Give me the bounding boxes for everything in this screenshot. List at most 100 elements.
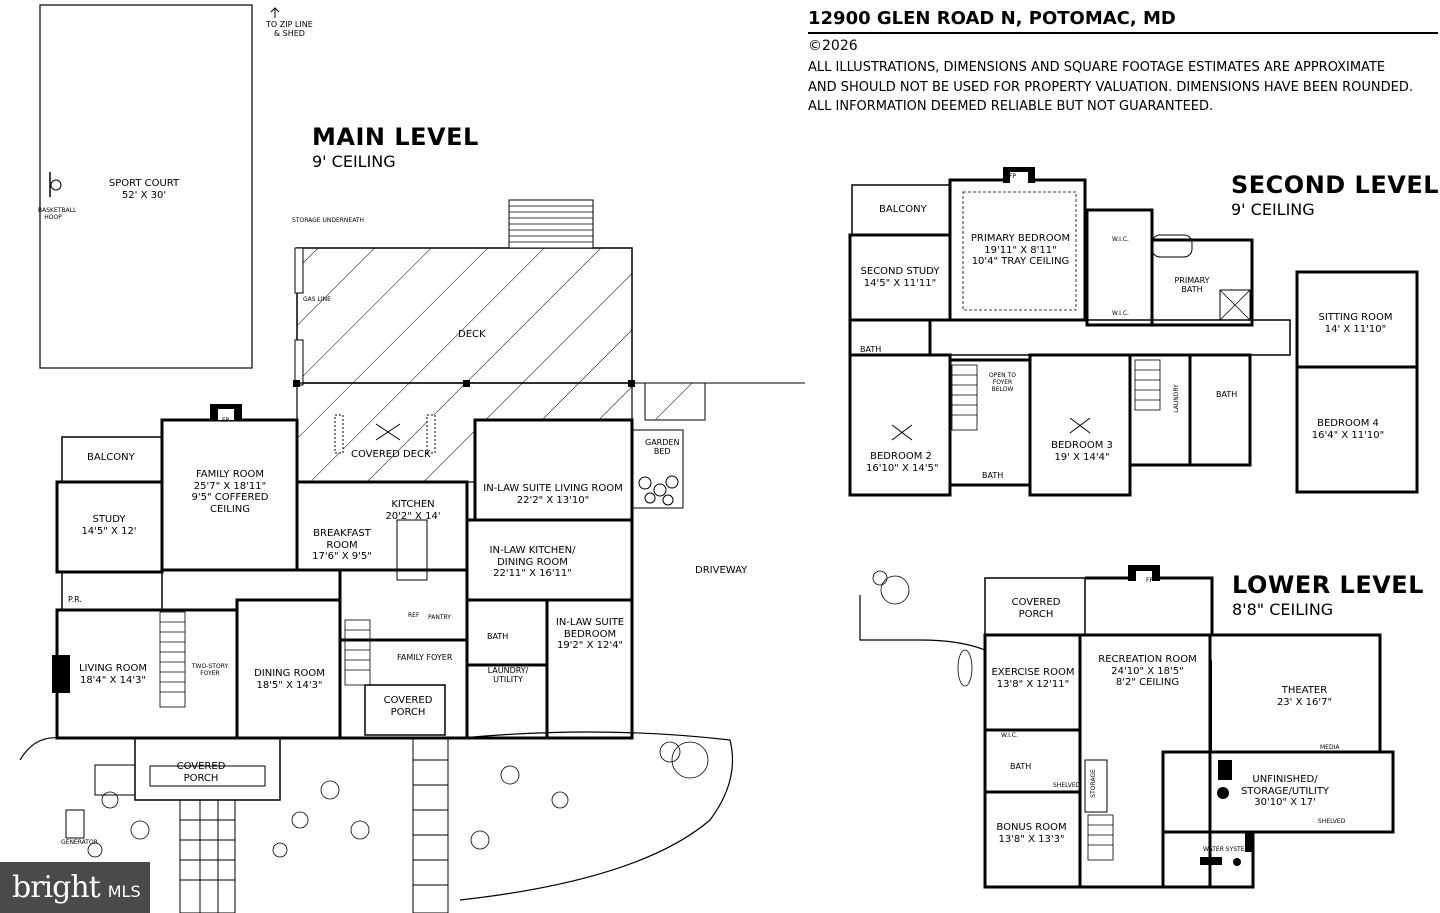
unfinished-line-2: STORAGE/UTILITY [1240, 785, 1330, 797]
second-level-walls [848, 178, 1419, 497]
primary-bedroom-note: 10'4" TRAY CEILING [971, 256, 1070, 267]
laundry-line-2: UTILITY [493, 675, 523, 685]
rear-porch-line-2: PORCH [390, 706, 426, 718]
bonus-name: BONUS ROOM [996, 822, 1067, 833]
powder-room-label: P.R. [68, 595, 82, 604]
living-room-dim: 18'4" X 14'3" [79, 674, 147, 686]
second-balcony-label: BALCONY [879, 204, 927, 215]
lower-storage-label: STORAGE [1089, 769, 1097, 798]
primary-bedroom-name: PRIMARY BEDROOM [970, 233, 1071, 244]
inlaw-bedroom-name-2: BEDROOM [563, 628, 617, 640]
recreation-name: RECREATION ROOM [1098, 654, 1197, 665]
bonus-room-label: BONUS ROOM 13'8" X 13'3" [994, 822, 1069, 845]
primary-bath-line-2: BATH [1181, 285, 1203, 295]
sport-court-dim: 52' X 30' [121, 189, 167, 201]
rear-porch-line-1: COVERED [383, 695, 433, 706]
sport-court-label: SPORT COURT 52' X 30' [104, 178, 184, 201]
bright-logo-text: bright [12, 870, 101, 905]
shed-text: & SHED [273, 29, 305, 39]
second-level-ceiling: 9' CEILING [1231, 200, 1315, 219]
family-room-name: FAMILY ROOM [195, 469, 265, 480]
generator-pad [65, 809, 85, 839]
disclaimer-line-3: ALL INFORMATION DEEMED RELIABLE BUT NOT … [808, 99, 1214, 114]
study-label: STUDY 14'5" X 12' [79, 514, 139, 537]
living-room-fireplace [52, 655, 70, 693]
sitting-room-name: SITTING ROOM [1318, 312, 1393, 323]
front-covered-porch-label: COVERED PORCH [176, 761, 226, 784]
zip-line-label: TO ZIP LINE & SHED [266, 20, 313, 38]
inlaw-kitchen-label: IN-LAW KITCHEN/ DINING ROOM 22'11" X 16'… [485, 545, 580, 580]
generator-label: GENERATOR [61, 839, 98, 846]
wic-upper-label: W.I.C. [1112, 236, 1129, 243]
primary-bedroom-label: PRIMARY BEDROOM 19'11" X 8'11" 10'4" TRA… [968, 233, 1073, 268]
study-dim: 14'5" X 12' [81, 525, 137, 537]
bedroom-2-name: BEDROOM 2 [870, 451, 932, 462]
lower-stairs [1087, 814, 1114, 861]
second-study-label: SECOND STUDY 14'5" X 11'11" [860, 266, 940, 289]
bedroom-4-name: BEDROOM 4 [1317, 418, 1379, 429]
exercise-room-label: EXERCISE ROOM 13'8" X 12'11" [989, 667, 1077, 690]
bedroom-3-dim: 19' X 14'4" [1054, 451, 1110, 463]
unfinished-dim: 30'10" X 17' [1254, 797, 1316, 808]
theater-dim: 23' X 16'7" [1276, 696, 1333, 708]
kitchen-dim: 20'2" X 14' [385, 510, 441, 522]
storage-underneath-label: STORAGE UNDERNEATH [292, 217, 365, 224]
inlaw-kitchen-name-2: DINING ROOM [497, 556, 568, 568]
second-study-name: SECOND STUDY [860, 266, 940, 277]
breakfast-room-label: BREAKFAST ROOM 17'6" X 9'5" [312, 528, 372, 563]
gas-line-label: GAS LINE [303, 296, 331, 303]
family-foyer-label: FAMILY FOYER [397, 653, 453, 662]
lower-porch-label: COVERED PORCH [1011, 597, 1061, 620]
rear-covered-porch-label: COVERED PORCH [383, 695, 433, 718]
inlaw-living-label: IN-LAW SUITE LIVING ROOM 22'2" X 13'10" [483, 483, 623, 506]
wic-lower-label: W.I.C. [1112, 310, 1129, 317]
sitting-room-dim: 14' X 11'10" [1324, 323, 1387, 335]
main-level-walls [55, 418, 634, 740]
driveway-label: DRIVEWAY [695, 565, 748, 576]
foyer-below-text: FOYER [992, 378, 1013, 386]
covered-deck-area [296, 382, 633, 483]
stone-walkway [94, 737, 449, 913]
disclaimer-text: ALL ILLUSTRATIONS, DIMENSIONS AND SQUARE… [808, 58, 1438, 117]
lower-shelved-label: SHELVED [1053, 782, 1081, 789]
open-to-text: OPEN TO [989, 372, 1016, 379]
unfinished-storage-label: UNFINISHED/ STORAGE/UTILITY 30'10" X 17' [1235, 774, 1335, 809]
front-porch-line-1: COVERED [176, 761, 226, 772]
lower-level-ceiling: 8'8" CEILING [1232, 600, 1334, 619]
two-story-foyer-label: TWO-STORY FOYER [190, 663, 230, 678]
ref-label: REF [408, 612, 420, 619]
kitchen-name: KITCHEN [391, 499, 435, 510]
primary-bath-label: PRIMARY BATH [1172, 276, 1212, 294]
ceiling-fan-icon [375, 423, 401, 441]
inlaw-bedroom-name-1: IN-LAW SUITE [555, 617, 625, 628]
kitchen-label: KITCHEN 20'2" X 14' [383, 499, 443, 522]
disclaimer-line-2: AND SHOULD NOT BE USED FOR PROPERTY VALU… [808, 79, 1413, 95]
garden-text: GARDEN [645, 438, 680, 447]
second-fp-label: FP [1009, 173, 1017, 180]
lower-patio-edge [859, 595, 986, 651]
family-room-note: 9'5" COFFERED [191, 492, 269, 503]
sitting-room-label: SITTING ROOM 14' X 11'10" [1303, 312, 1408, 335]
pantry-label: PANTRY [428, 614, 451, 621]
deck-label: DECK [458, 329, 486, 340]
dining-room-label: DINING ROOM 18'5" X 14'3" [252, 668, 327, 691]
bonus-dim: 13'8" X 13'3" [998, 833, 1065, 845]
sport-court-outline [39, 4, 253, 369]
lower-porch-line-2: PORCH [1018, 608, 1054, 620]
below-text: BELOW [991, 385, 1014, 393]
family-room-note2: CEILING [210, 503, 250, 515]
second-bath-1-label: BATH [860, 345, 882, 354]
bright-mls-logo: bright MLS [0, 862, 150, 913]
copyright-notice: ©2026 [808, 38, 858, 54]
lower-wic-label: W.I.C. [1001, 732, 1018, 739]
mls-logo-text: MLS [107, 882, 141, 901]
yard-boundary [19, 731, 734, 901]
bedroom-2-dim: 16'10" X 14'5" [866, 462, 939, 474]
family-room-dim: 25'7" X 18'11" [193, 480, 267, 492]
inlaw-bedroom-dim: 19'2" X 12'4" [556, 640, 624, 651]
hoop-text: HOOP [44, 213, 62, 221]
disclaimer-line-1: ALL ILLUSTRATIONS, DIMENSIONS AND SQUARE… [808, 60, 1386, 75]
theater-name: THEATER [1281, 685, 1328, 696]
lower-level-walls [983, 576, 1395, 889]
